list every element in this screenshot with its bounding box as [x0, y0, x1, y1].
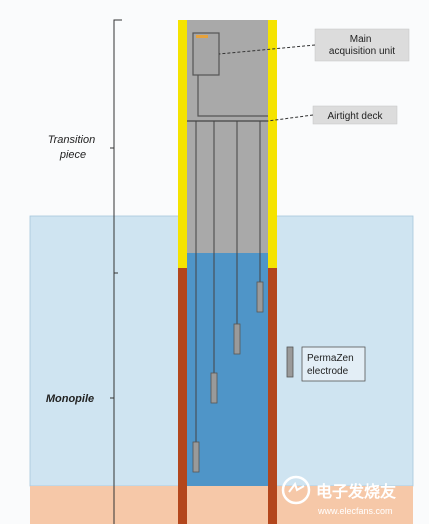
- permazen-electrode-legend-icon: [286, 346, 294, 378]
- height-bracket: [113, 19, 122, 524]
- main-acquisition-unit-label-line1: Main: [350, 34, 372, 45]
- main-acquisition-unit-leader: [218, 44, 316, 55]
- acquisition-unit-indicator: [196, 35, 208, 38]
- electrode-4: [256, 281, 264, 313]
- transition-piece-label-line1: Transition: [48, 134, 95, 146]
- permazen-electrode-callout: [301, 346, 366, 382]
- monopile-wall-right: [268, 268, 277, 524]
- inner-seabed: [187, 486, 268, 524]
- transition-piece-wall-left: [178, 20, 187, 268]
- elecfans-watermark: 电子发烧友 www.elecfans.com: [281, 475, 397, 516]
- main-acquisition-unit-label: Main acquisition unit: [329, 34, 395, 57]
- main-acquisition-unit-label-line2: acquisition unit: [329, 46, 395, 57]
- airtight-deck-label: Airtight deck: [327, 111, 383, 122]
- permazen-electrode-label: PermaZen electrode: [307, 353, 356, 377]
- watermark-logo-icon: [281, 475, 311, 505]
- main-acquisition-unit-callout: [314, 28, 410, 62]
- electrode-1: [192, 441, 200, 473]
- airtight-deck-leader: [267, 114, 314, 122]
- electrode-2: [210, 372, 218, 404]
- main-acquisition-unit: [192, 32, 220, 76]
- cable-bundle: [197, 75, 268, 117]
- monopile-wall-left: [178, 268, 187, 524]
- inner-water: [187, 253, 268, 486]
- watermark-url: www.elecfans.com: [317, 506, 393, 516]
- electrode-3: [233, 323, 241, 355]
- permazen-electrode-label-line2: electrode: [307, 366, 349, 377]
- monopile-label: Monopile: [46, 393, 94, 405]
- transition-piece-wall-right: [268, 20, 277, 268]
- permazen-electrode-label-line1: PermaZen: [307, 353, 354, 364]
- watermark-logo-mark: [288, 481, 305, 493]
- transition-piece-label: Transition piece: [48, 134, 99, 161]
- watermark-text: 电子发烧友: [316, 482, 397, 501]
- transition-piece-label-line2: piece: [59, 149, 86, 161]
